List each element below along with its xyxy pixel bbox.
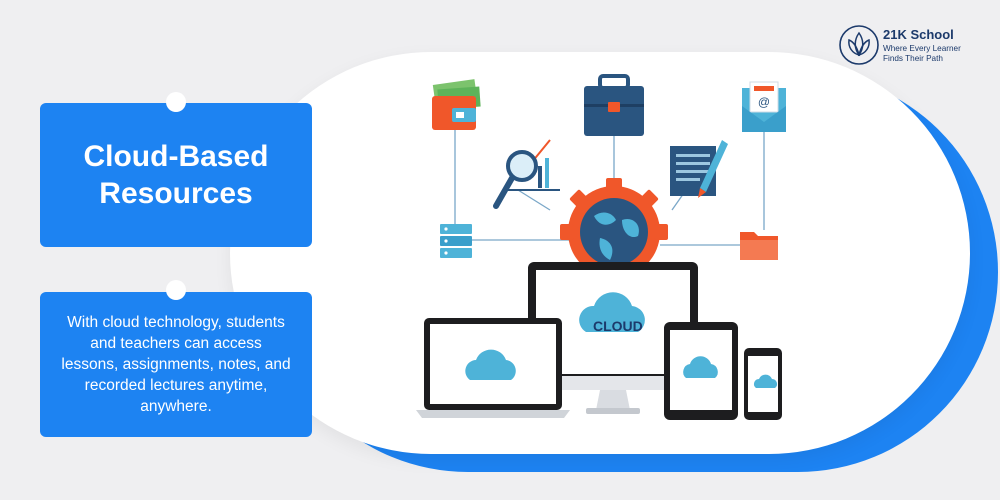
laptop bbox=[416, 318, 570, 418]
folder-icon bbox=[740, 232, 778, 260]
server-icon bbox=[440, 224, 472, 258]
description-card: With cloud technology, students and teac… bbox=[40, 292, 312, 437]
document-pen-icon bbox=[670, 140, 728, 198]
cloud-network-illustration: @ bbox=[416, 74, 786, 420]
brand-logo-text: 21K School Where Every Learner Finds The… bbox=[883, 27, 961, 64]
analytics-magnifier-icon bbox=[493, 139, 560, 209]
globe-gear-icon bbox=[560, 178, 668, 282]
brand-tagline-line1: Where Every Learner bbox=[883, 44, 961, 53]
money-wallet-icon bbox=[432, 79, 481, 130]
brand-name: 21K School bbox=[883, 27, 954, 42]
briefcase-icon bbox=[584, 74, 644, 136]
email-icon: @ bbox=[742, 81, 786, 132]
smartphone bbox=[744, 348, 782, 420]
cloud-icon bbox=[683, 356, 718, 378]
cloud-icon bbox=[754, 374, 777, 388]
tablet bbox=[664, 322, 738, 420]
svg-text:@: @ bbox=[758, 95, 770, 109]
cloud-icon bbox=[579, 292, 645, 332]
description-text: With cloud technology, students and teac… bbox=[61, 314, 291, 415]
page-title: Cloud-Based Resources bbox=[83, 140, 269, 210]
cloud-label: CLOUD bbox=[593, 318, 643, 334]
brand-tagline-line2: Finds Their Path bbox=[883, 54, 943, 63]
description-card-dot bbox=[166, 280, 186, 300]
lotus-logo-icon bbox=[839, 25, 879, 65]
heading-card: Cloud-Based Resources bbox=[40, 103, 312, 247]
cloud-icon bbox=[465, 349, 516, 380]
heading-card-dot bbox=[166, 92, 186, 112]
